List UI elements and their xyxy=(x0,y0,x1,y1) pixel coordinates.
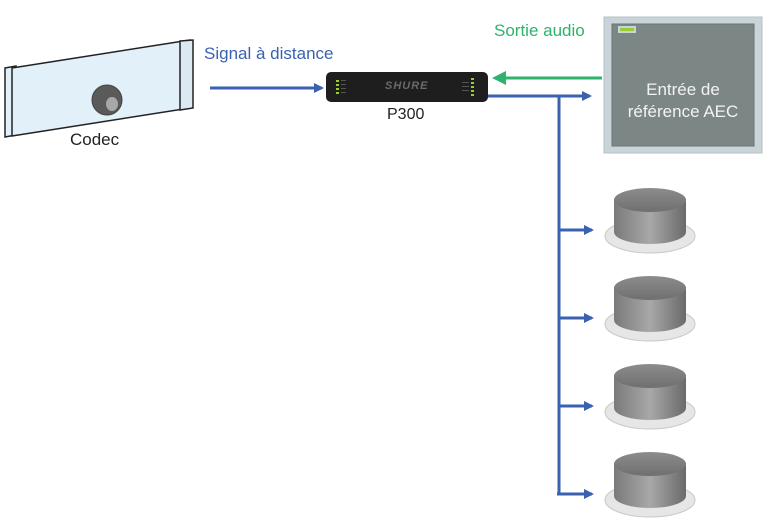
codec-device xyxy=(4,39,194,138)
p300-brand-logo: SHURE xyxy=(385,80,429,92)
aec-label-line2: référence AEC xyxy=(627,102,739,121)
speaker-1 xyxy=(604,188,696,254)
signal-remote-label: Signal à distance xyxy=(204,44,334,63)
p300-right-leds xyxy=(462,78,474,96)
aec-device xyxy=(603,16,763,154)
audio-out-label: Sortie audio xyxy=(494,21,585,40)
speaker-4 xyxy=(604,452,696,518)
speaker-2 xyxy=(604,276,696,342)
aec-label-line1: Entrée de xyxy=(646,80,720,99)
audio-out-arrowhead xyxy=(492,71,506,85)
p300-device xyxy=(326,72,488,102)
p300-label: P300 xyxy=(387,106,425,123)
camera-lens-icon xyxy=(91,84,123,116)
speaker-3 xyxy=(604,364,696,430)
codec-label: Codec xyxy=(70,130,120,149)
p300-left-leds xyxy=(336,80,346,94)
